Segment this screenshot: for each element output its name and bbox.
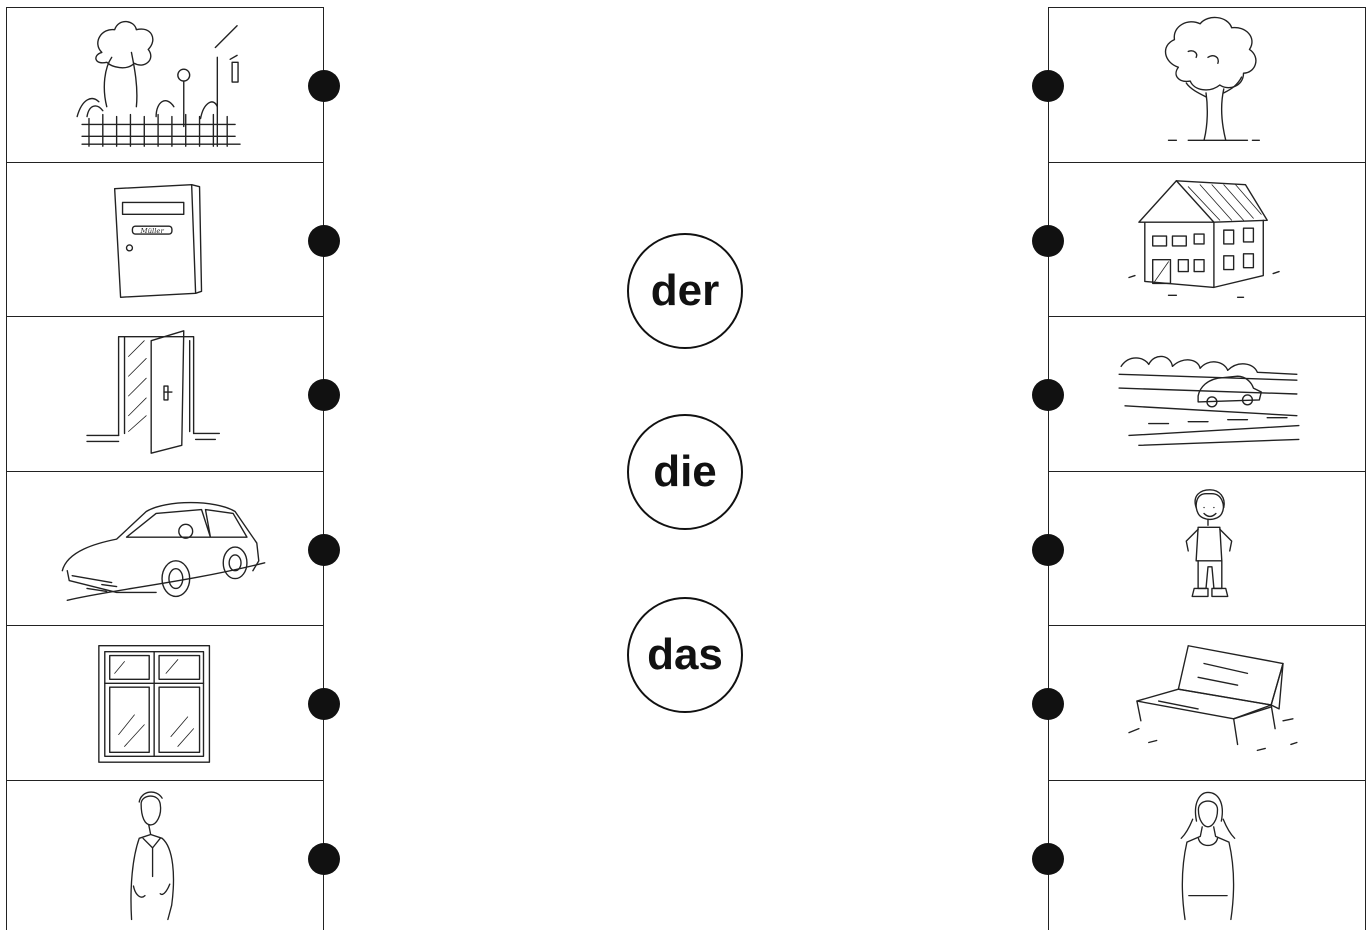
article-der[interactable]: der [627,233,743,349]
picture-card-mailbox[interactable]: Müller [6,161,340,318]
house-icon [1128,179,1280,298]
connection-dot[interactable] [1032,379,1064,411]
picture-card-window[interactable] [6,625,340,781]
connection-dot[interactable] [1032,224,1064,257]
connection-dot[interactable] [1032,70,1064,102]
picture-card-street[interactable] [1032,316,1366,472]
article-das-label: das [647,630,723,679]
connection-dot[interactable] [1032,533,1064,566]
window-icon [98,645,211,763]
picture-card-tree[interactable] [1032,7,1366,163]
connection-dot[interactable] [308,842,340,875]
door-icon [86,330,220,454]
left-picture-column: Müller [6,7,340,930]
connection-dot[interactable] [308,533,340,566]
bench-icon [1128,645,1298,752]
garden-icon [76,20,241,147]
right-picture-column [1032,7,1366,930]
woman-icon [1180,791,1236,920]
article-die[interactable]: die [627,414,743,530]
picture-card-door[interactable] [6,316,340,472]
picture-card-man[interactable] [6,779,340,930]
picture-card-car[interactable] [6,470,340,627]
picture-card-girl[interactable] [1032,470,1366,627]
man-icon [130,791,175,920]
connection-dot[interactable] [1032,842,1064,875]
article-die-label: die [653,447,717,496]
connection-dot[interactable] [1032,688,1064,720]
connection-dot[interactable] [308,224,340,257]
article-das[interactable]: das [627,597,743,713]
article-der-label: der [650,266,720,315]
street-icon [1118,355,1300,447]
picture-card-garden[interactable] [6,7,340,163]
mailbox-icon: Müller [113,183,203,298]
nameplate-text: Müller [140,227,165,235]
picture-card-bench[interactable] [1032,625,1366,781]
tree-icon [1164,16,1261,141]
connection-dot[interactable] [308,70,340,102]
connection-dot[interactable] [308,688,340,720]
picture-card-woman[interactable] [1032,779,1366,930]
car-icon [61,501,266,601]
connection-dot[interactable] [308,379,340,411]
picture-card-house[interactable] [1032,161,1366,318]
girl-icon [1185,488,1233,597]
